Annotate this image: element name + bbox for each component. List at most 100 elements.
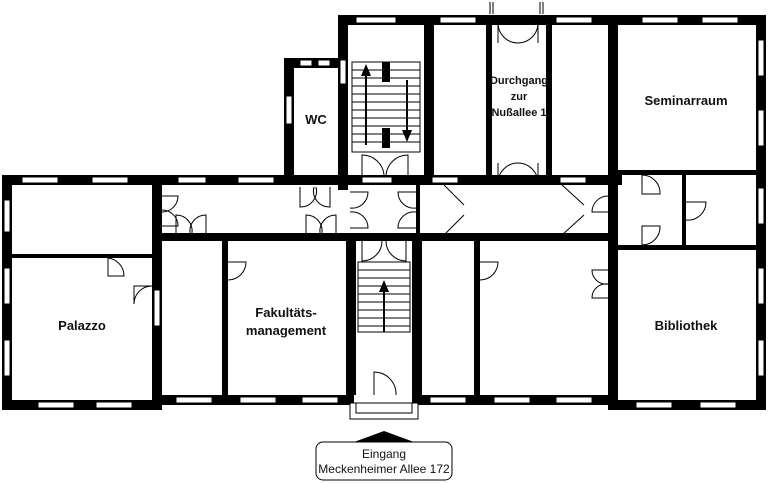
window bbox=[95, 401, 133, 409]
door bbox=[161, 209, 179, 227]
stair-arrow-up-head bbox=[361, 64, 371, 76]
window bbox=[299, 59, 313, 67]
window bbox=[21, 176, 59, 184]
room-label-wc: WC bbox=[305, 112, 327, 127]
window bbox=[3, 339, 11, 377]
entrance-label-line2: Meckenheimer Allee 172 bbox=[318, 462, 450, 476]
wall bbox=[618, 245, 766, 250]
door bbox=[361, 240, 383, 262]
door-marker bbox=[489, 2, 494, 14]
door bbox=[305, 214, 323, 234]
wall bbox=[338, 15, 348, 190]
window bbox=[641, 16, 679, 24]
door-marker bbox=[539, 2, 544, 14]
wall bbox=[222, 241, 228, 395]
door bbox=[591, 195, 609, 213]
window bbox=[37, 401, 75, 409]
window bbox=[91, 176, 129, 184]
window bbox=[239, 396, 277, 404]
wall bbox=[474, 241, 480, 395]
wall bbox=[486, 15, 492, 185]
door bbox=[227, 261, 247, 281]
window bbox=[429, 396, 467, 404]
door bbox=[591, 283, 609, 299]
room-label-fakultaet-1: Fakultäts- bbox=[255, 305, 316, 320]
window bbox=[757, 187, 765, 225]
door bbox=[397, 191, 417, 209]
door bbox=[349, 211, 369, 229]
door bbox=[313, 186, 331, 208]
wall bbox=[618, 170, 766, 175]
wall bbox=[608, 15, 618, 410]
window bbox=[757, 267, 765, 305]
window bbox=[317, 59, 331, 67]
wall bbox=[2, 400, 162, 410]
wall bbox=[346, 235, 356, 395]
window bbox=[559, 176, 587, 184]
wall bbox=[608, 400, 766, 410]
window bbox=[175, 396, 213, 404]
wall bbox=[162, 233, 618, 241]
room-label-fakultaet-2: management bbox=[246, 323, 327, 338]
window bbox=[757, 339, 765, 377]
door bbox=[443, 214, 465, 236]
door bbox=[385, 154, 409, 176]
wall bbox=[682, 175, 686, 245]
window bbox=[355, 16, 397, 24]
window bbox=[285, 95, 293, 125]
room-label-bibliothek: Bibliothek bbox=[655, 318, 719, 333]
window bbox=[177, 176, 207, 184]
door bbox=[517, 162, 539, 184]
wall bbox=[416, 185, 420, 235]
window bbox=[493, 396, 531, 404]
door bbox=[641, 225, 661, 246]
door bbox=[373, 371, 397, 396]
door bbox=[385, 240, 407, 262]
entrance-arrow-icon bbox=[354, 431, 414, 442]
door bbox=[497, 162, 519, 184]
door bbox=[299, 186, 317, 208]
window bbox=[555, 16, 593, 24]
door bbox=[443, 184, 465, 206]
window bbox=[3, 199, 11, 233]
wall bbox=[12, 254, 152, 258]
door bbox=[591, 269, 609, 285]
door bbox=[479, 261, 499, 281]
window bbox=[361, 176, 393, 184]
door bbox=[685, 201, 707, 221]
window bbox=[301, 396, 339, 404]
door bbox=[561, 184, 585, 206]
door bbox=[161, 195, 179, 213]
window bbox=[431, 176, 459, 184]
room-label-palazzo: Palazzo bbox=[58, 318, 106, 333]
wall bbox=[546, 15, 552, 185]
room-label-seminarraum: Seminarraum bbox=[644, 93, 727, 108]
stair-arrow-down-head bbox=[402, 130, 412, 142]
window bbox=[555, 396, 593, 404]
window bbox=[3, 267, 11, 305]
stair-railing bbox=[382, 62, 390, 82]
door bbox=[107, 257, 125, 277]
door bbox=[361, 154, 385, 176]
door bbox=[517, 22, 539, 44]
door bbox=[175, 214, 193, 234]
wall bbox=[2, 175, 162, 185]
door bbox=[319, 214, 337, 234]
window bbox=[439, 16, 477, 24]
door bbox=[641, 174, 661, 195]
door bbox=[561, 214, 585, 236]
door bbox=[397, 211, 417, 229]
room-label-durchgang-2: zur bbox=[511, 91, 528, 103]
door bbox=[133, 285, 153, 305]
room-label-durchgang-1: Durchgang bbox=[490, 75, 548, 87]
stair-railing bbox=[382, 128, 390, 148]
window bbox=[153, 289, 161, 327]
window bbox=[237, 176, 275, 184]
stair-arrow-up-head bbox=[379, 280, 389, 292]
wall bbox=[424, 15, 434, 185]
door bbox=[497, 22, 519, 44]
window bbox=[701, 16, 739, 24]
window bbox=[635, 401, 673, 409]
window bbox=[757, 109, 765, 147]
